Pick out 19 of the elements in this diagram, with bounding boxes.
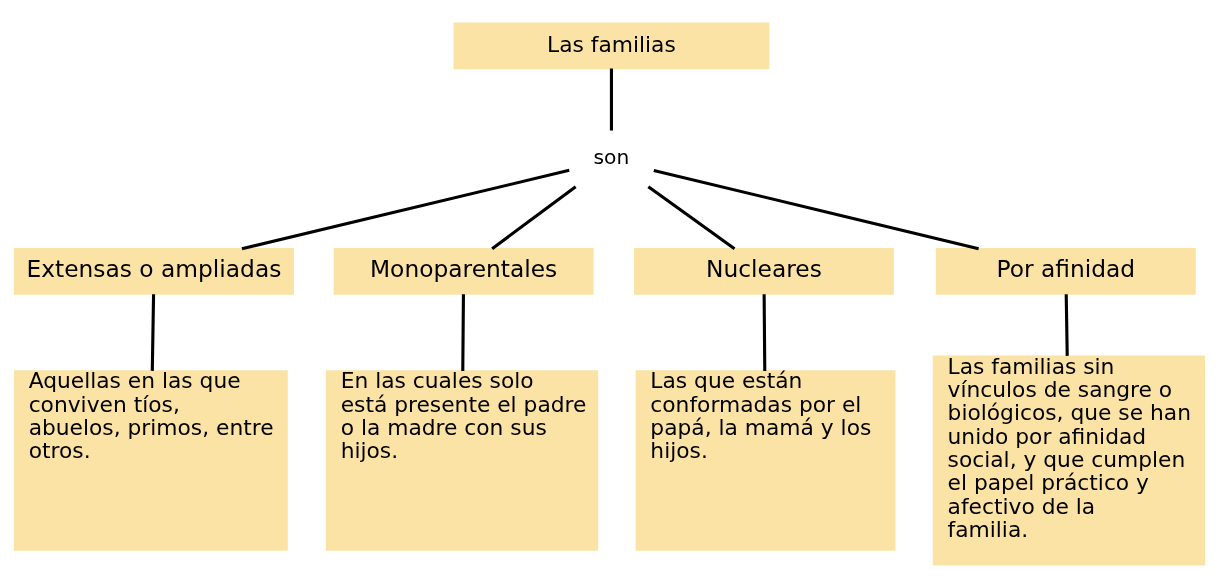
node-box: Las familias: [453, 22, 770, 70]
connector: [609, 68, 613, 131]
node-text: son: [593, 144, 630, 169]
node-box: Monoparentales: [333, 248, 594, 295]
connector: [1064, 294, 1069, 356]
connector: [241, 168, 570, 251]
connector: [647, 185, 736, 250]
connector: [762, 294, 767, 371]
node-box: Por afinidad: [935, 248, 1196, 295]
node-box: Las que están conformadas por el papá, la mamá y los hijos.: [635, 370, 896, 551]
connector: [150, 294, 156, 371]
connector: [461, 294, 465, 371]
connector: [491, 185, 577, 250]
node-box: Extensas o ampliadas: [13, 248, 294, 295]
node-box: Nucleares: [634, 248, 894, 295]
node-box: Las familias sin vínculos de sangre o biológicos, que se han unido por afinidad social, y que cumplen el papel práctico y afectivo de la familia.: [932, 355, 1206, 566]
node-box: Aquellas en las que conviven tíos, abuelos, primos, entre otros.: [13, 370, 288, 551]
connector: [653, 168, 979, 251]
node-box: En las cuales solo está presente el padre o la madre con sus hijos.: [325, 370, 599, 551]
